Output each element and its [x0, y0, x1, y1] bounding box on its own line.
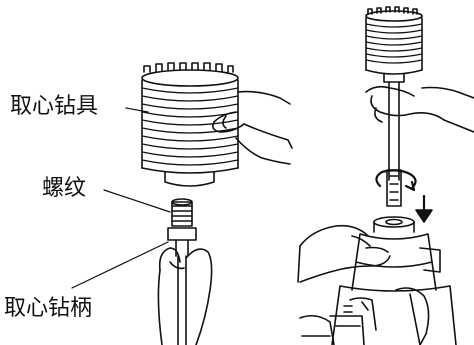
core-bit-label: 取心钻具: [10, 94, 99, 119]
thread-label: 螺纹: [42, 176, 87, 201]
down-arrow-icon: [415, 209, 433, 223]
leader-lines: [71, 107, 171, 289]
core-shank-label: 取心钻柄: [4, 296, 93, 321]
hand-right-chuck: [297, 224, 391, 283]
drill-chuck: [299, 216, 457, 345]
core-bit-right: [365, 6, 423, 207]
hand-left-bit: [212, 90, 293, 165]
core-bit-left: [141, 62, 239, 187]
hand-right-bit: [365, 85, 474, 133]
threaded-shank-left: [167, 198, 197, 345]
hand-left-shank: [157, 247, 213, 345]
